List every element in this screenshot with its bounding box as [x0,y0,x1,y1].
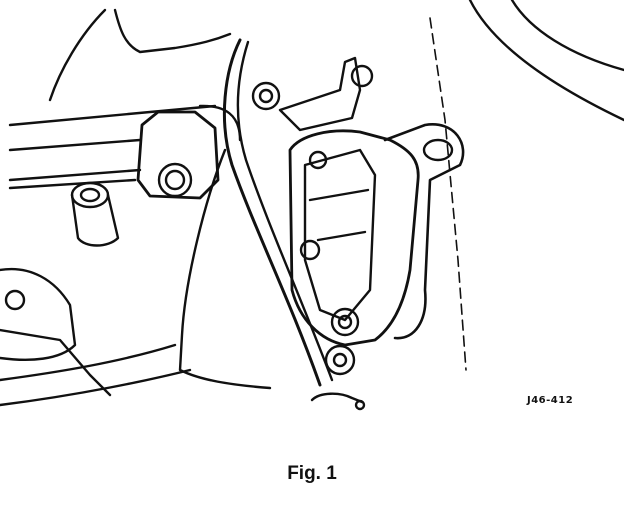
standoff-hole [79,187,101,203]
block-outline-curve-2 [113,8,232,54]
mount-ear-hole [422,138,454,162]
crossmember-mid [8,138,142,152]
strap-outer [222,38,322,387]
casting-lower [0,368,192,407]
housing-bolt-low-inner [337,314,353,330]
mount-ear [383,123,465,340]
block-outline-curve [48,8,107,102]
upper-right-arc-inner [510,0,624,72]
upper-bracket [278,56,362,132]
casting-lower-2 [0,343,177,382]
crossmember-right [198,104,242,142]
technical-illustration [0,0,624,411]
strap-inner [236,40,334,382]
crossmember-bottom [8,178,137,190]
mount-nut [157,162,193,198]
housing-bolt-mid [308,150,328,170]
housing-bolt-low [330,307,360,337]
mount-housing [288,129,420,347]
housing-face [303,148,377,322]
housing-bolt-left [299,239,321,261]
strap-bolt-top-inner [258,88,274,104]
dashed-reference-line [429,17,467,371]
crossmember-low [8,168,142,182]
casting-edge [178,148,272,390]
strap-foot-bolt [354,399,366,411]
strap-foot [310,392,364,404]
figure-caption: Fig. 1 [287,463,337,484]
lower-left-bracket [0,267,77,361]
upper-right-arc [468,0,624,122]
strap-bolt-top [251,81,281,111]
standoff-top [70,181,110,209]
lower-left-bolt [4,289,26,311]
housing-rib [308,188,370,202]
mount-nut-inner [164,169,186,191]
housing-bolt-bottom-inner [332,352,348,368]
housing-bolt-bottom [324,344,356,376]
housing-rib-2 [316,230,367,242]
lower-left-flange [0,328,112,397]
mount-block [136,110,220,200]
strap-bolt-upper [350,64,374,88]
part-code-label: J46-412 [527,395,574,406]
crossmember-top [8,104,217,127]
standoff-body [70,193,120,247]
